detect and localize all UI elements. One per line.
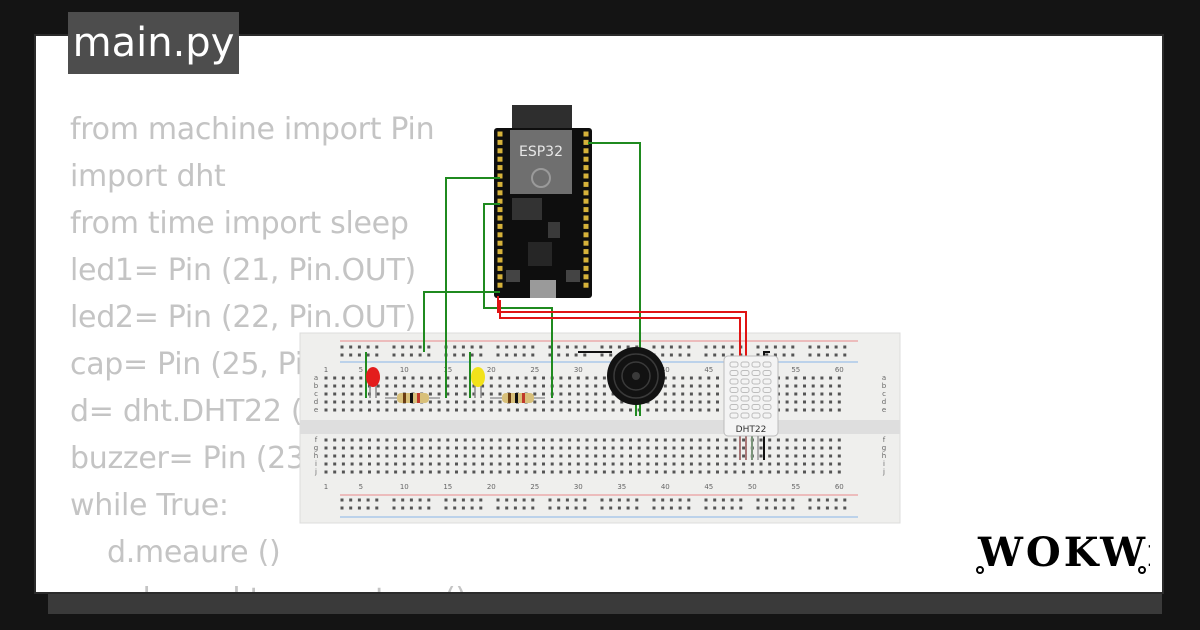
svg-text:35: 35 xyxy=(617,483,626,491)
svg-text:50: 50 xyxy=(748,483,757,491)
svg-text:45: 45 xyxy=(704,483,713,491)
svg-text:40: 40 xyxy=(661,483,670,491)
card-shadow xyxy=(48,594,1162,614)
svg-text:i: i xyxy=(883,460,885,468)
svg-text:15: 15 xyxy=(443,483,452,491)
svg-text:5: 5 xyxy=(359,366,363,374)
led-red xyxy=(366,367,380,398)
board-label: ESP32 xyxy=(519,144,563,160)
code-line: while True: xyxy=(70,488,229,523)
svg-text:g: g xyxy=(314,444,318,452)
svg-text:d: d xyxy=(314,398,318,406)
svg-text:c: c xyxy=(314,390,318,398)
dht22-sensor: DHT22 xyxy=(723,355,779,460)
code-line: led1= Pin (21, Pin.OUT) xyxy=(70,253,416,288)
svg-text:60: 60 xyxy=(835,366,844,374)
svg-text:j: j xyxy=(882,468,885,476)
svg-text:h: h xyxy=(314,452,318,460)
svg-text:25: 25 xyxy=(530,366,539,374)
svg-text:g: g xyxy=(882,444,886,452)
breadboard-holes xyxy=(324,345,847,510)
wokwi-logo: WOKWi xyxy=(976,529,1150,576)
code-preview: from machine import Pin import dht from … xyxy=(70,106,467,592)
svg-text:1: 1 xyxy=(324,483,328,491)
svg-text:j: j xyxy=(314,468,317,476)
svg-text:30: 30 xyxy=(574,483,583,491)
svg-text:f: f xyxy=(883,436,886,444)
resistor-1 xyxy=(385,393,440,403)
code-line: led2= Pin (22, Pin.OUT) xyxy=(70,300,416,335)
svg-text:10: 10 xyxy=(400,366,409,374)
svg-text:20: 20 xyxy=(487,366,496,374)
svg-text:f: f xyxy=(315,436,318,444)
esp32-board: ESP32 xyxy=(494,105,592,298)
led-yellow xyxy=(471,367,485,398)
svg-text:20: 20 xyxy=(487,483,496,491)
svg-text:h: h xyxy=(882,452,886,460)
svg-text:e: e xyxy=(882,406,886,414)
file-tab[interactable]: main.py xyxy=(68,12,239,74)
svg-text:b: b xyxy=(314,382,319,390)
buzzer xyxy=(607,347,665,405)
svg-text:30: 30 xyxy=(574,366,583,374)
svg-text:b: b xyxy=(882,382,887,390)
breadboard-labels: 1155101015152020252530303535404045455050… xyxy=(314,366,887,491)
breadboard: 1155101015152020252530303535404045455050… xyxy=(299,332,901,524)
sensor-label: DHT22 xyxy=(736,425,767,435)
svg-text:e: e xyxy=(314,406,318,414)
brand-name: WOKWi xyxy=(977,529,1150,576)
svg-text:55: 55 xyxy=(791,483,800,491)
esp32-pins xyxy=(497,131,589,288)
svg-text:55: 55 xyxy=(791,366,800,374)
code-line: import dht xyxy=(70,159,226,194)
code-line: from machine import Pin xyxy=(70,112,435,147)
code-line: d.meaure () xyxy=(70,535,281,570)
svg-text:25: 25 xyxy=(530,483,539,491)
svg-text:40: 40 xyxy=(661,366,670,374)
svg-text:1: 1 xyxy=(324,366,328,374)
code-line: from time import sleep xyxy=(70,206,409,241)
svg-text:a: a xyxy=(882,374,886,382)
svg-text:60: 60 xyxy=(835,483,844,491)
svg-text:i: i xyxy=(315,460,317,468)
svg-text:45: 45 xyxy=(704,366,713,374)
resistor-2 xyxy=(490,393,545,403)
svg-text:5: 5 xyxy=(359,483,363,491)
svg-text:a: a xyxy=(314,374,318,382)
svg-text:d: d xyxy=(882,398,886,406)
svg-text:10: 10 xyxy=(400,483,409,491)
code-line: value= d.temperature () xyxy=(70,576,467,592)
svg-text:c: c xyxy=(882,390,886,398)
svg-text:15: 15 xyxy=(443,366,452,374)
